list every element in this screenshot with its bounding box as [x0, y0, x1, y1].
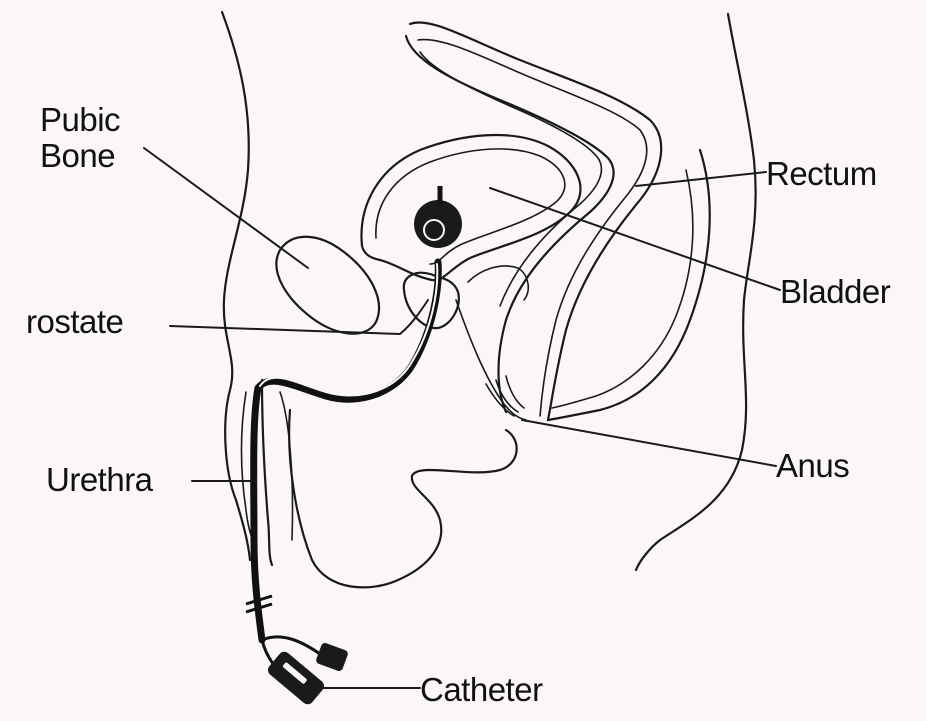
perineum-outline [289, 410, 517, 587]
anal-region [486, 376, 524, 416]
prostate-leader-hook [400, 300, 428, 334]
label-rectum: Rectum [766, 156, 877, 192]
catheter-port [315, 642, 349, 672]
catheter-balloon [414, 200, 462, 248]
penis-contour [262, 380, 272, 565]
label-bladder: Bladder [780, 274, 890, 310]
front-body-outline [222, 12, 250, 560]
rectum-inner-line [420, 52, 601, 306]
prostate-leader [170, 326, 400, 334]
bladder-leader [490, 188, 780, 290]
anus-leader [522, 420, 776, 466]
label-prostate: rostate [26, 304, 123, 340]
pelvic-floor-fold [468, 266, 528, 300]
label-catheter: Catheter [420, 672, 543, 708]
label-anus: Anus [776, 448, 849, 484]
catheter-tube [254, 262, 439, 640]
pelvic-floor [456, 300, 526, 420]
back-body-outline [636, 14, 756, 570]
sacrum-wall-inner [552, 170, 693, 408]
label-pubic-bone: Pubic Bone [40, 102, 120, 174]
label-urethra: Urethra [46, 462, 153, 498]
pubic-bone-leader [144, 148, 308, 268]
